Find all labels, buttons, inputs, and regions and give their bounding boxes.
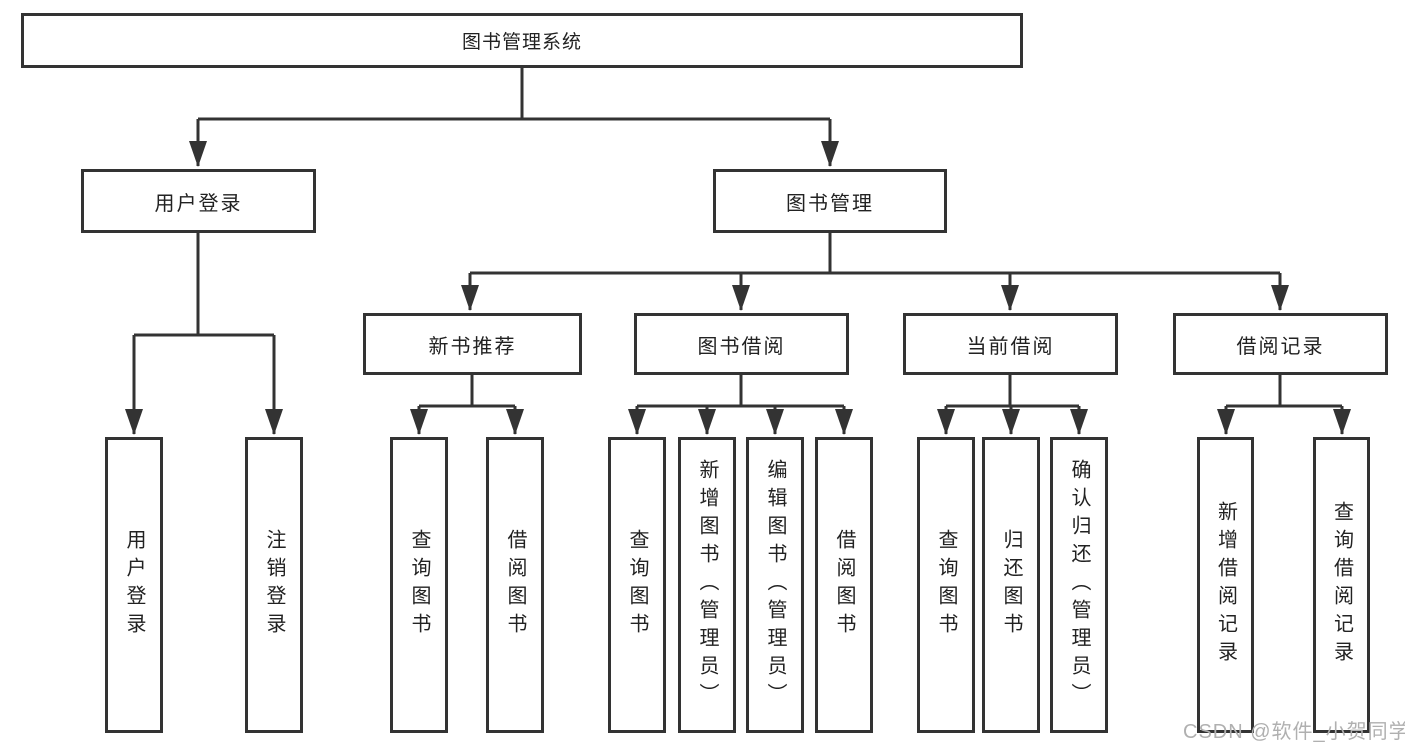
node-label: 查询图书 [935,529,957,641]
arrowheads [125,119,1351,435]
node-label: 借阅图书 [833,529,855,641]
node-label: 借阅图书 [504,529,526,641]
node-book-borrow: 图书借阅 [634,313,849,375]
leaf-newrec-query-book: 查询图书 [390,437,448,733]
node-system-root: 图书管理系统 [21,13,1023,68]
node-borrow-records: 借阅记录 [1173,313,1388,375]
leaf-borrow-query-book: 查询图书 [608,437,666,733]
leaf-current-confirm-return-admin: 确认归还（管理员） [1050,437,1108,733]
leaf-borrow-add-book-admin: 新增图书（管理员） [678,437,736,733]
node-label: 图书借阅 [697,335,786,358]
node-label: 查询图书 [408,529,430,641]
node-new-book-recommend: 新书推荐 [363,313,582,375]
node-label: 新增借阅记录 [1214,501,1237,669]
node-book-management: 图书管理 [713,169,947,233]
node-current-borrow: 当前借阅 [903,313,1118,375]
leaf-borrow-borrow-book: 借阅图书 [815,437,873,733]
node-label: 归还图书 [1000,529,1022,641]
leaf-current-return-book: 归还图书 [982,437,1040,733]
leaf-newrec-borrow-book: 借阅图书 [486,437,544,733]
leaf-current-query-book: 查询图书 [917,437,975,733]
node-label: 用户登录 [154,192,243,215]
leaf-records-add-record: 新增借阅记录 [1197,437,1254,733]
leaf-user-login: 用户登录 [105,437,163,733]
leaf-logout: 注销登录 [245,437,303,733]
node-label: 当前借阅 [966,335,1055,358]
node-label: 图书管理系统 [461,32,582,53]
node-label: 新增图书（管理员） [696,459,718,711]
node-label: 图书管理 [786,192,874,215]
node-user-login: 用户登录 [81,169,316,233]
node-label: 用户登录 [123,529,145,641]
node-label: 查询图书 [626,529,648,641]
node-label: 确认归还（管理员） [1068,459,1090,711]
leaf-records-query-record: 查询借阅记录 [1313,437,1370,733]
node-label: 注销登录 [263,529,285,641]
node-label: 查询借阅记录 [1330,501,1353,669]
node-label: 编辑图书（管理员） [764,459,786,711]
node-label: 借阅记录 [1236,335,1325,358]
csdn-watermark: CSDN @软件_小贺同学 [1183,721,1405,743]
node-label: 新书推荐 [428,335,517,358]
leaf-borrow-edit-book-admin: 编辑图书（管理员） [746,437,804,733]
